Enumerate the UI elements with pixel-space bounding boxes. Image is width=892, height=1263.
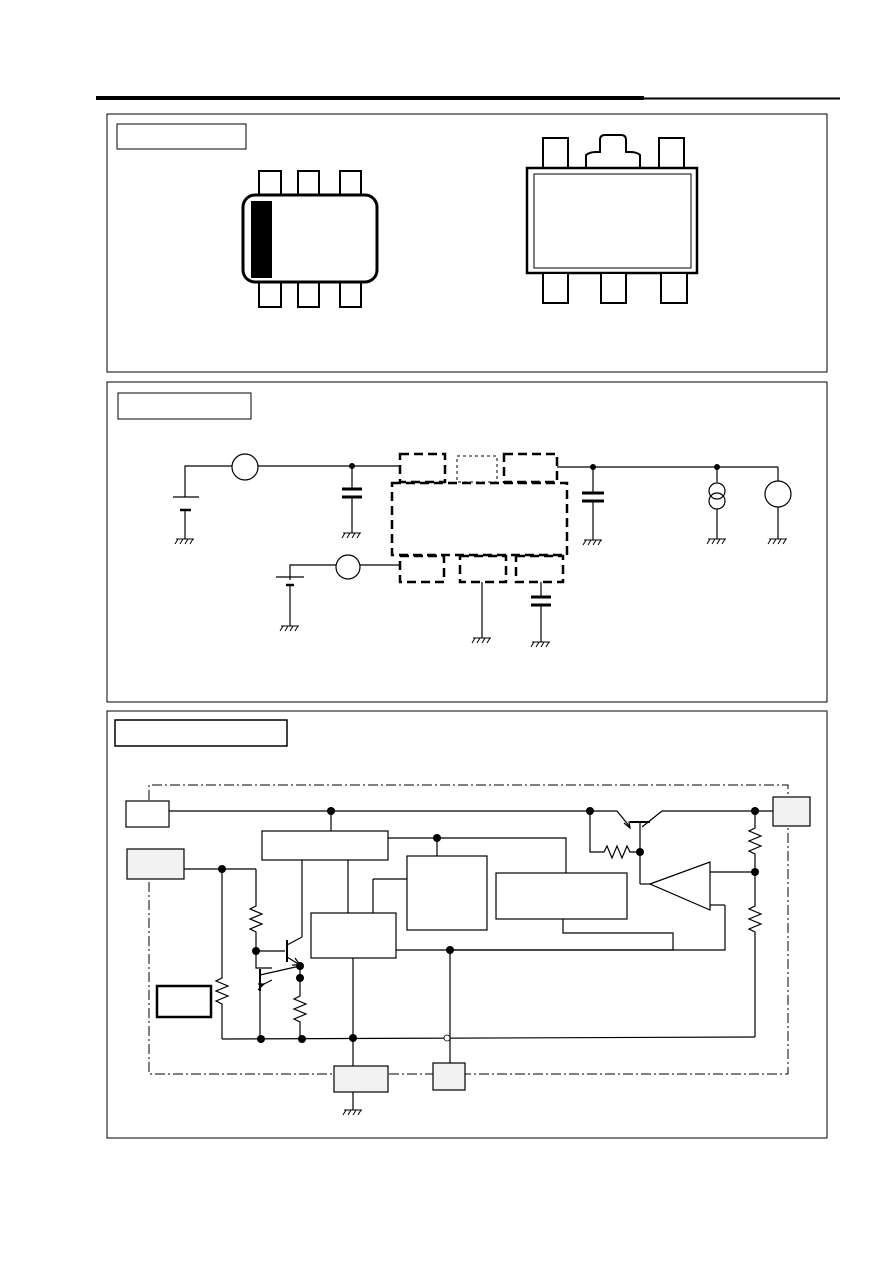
error-amplifier	[648, 861, 711, 911]
input-source	[231, 453, 259, 481]
block-reference	[261, 830, 389, 861]
regulator-ic-outline	[390, 452, 569, 584]
package-section	[106, 113, 828, 373]
application-title-box	[117, 392, 252, 420]
pin-ce	[126, 848, 185, 880]
header-rule	[96, 96, 840, 100]
block-error-control	[495, 872, 628, 920]
application-circuit	[173, 452, 792, 648]
block-diagram-title-box	[114, 719, 288, 747]
pin-vout	[772, 796, 811, 827]
package-side-view	[525, 134, 699, 304]
control-source	[335, 554, 361, 580]
pin-gnd	[333, 1065, 389, 1093]
application-section	[106, 381, 828, 703]
block-diagram-section	[106, 710, 828, 1139]
nc-pin-outline	[456, 455, 498, 483]
block-thermal	[310, 912, 397, 959]
block-current-limit	[406, 855, 488, 931]
package-top-view	[241, 170, 379, 308]
output-meter	[764, 480, 792, 508]
ce-pulldown-box	[155, 984, 213, 1019]
pin-vin	[125, 800, 170, 828]
pin1-marker	[251, 201, 272, 278]
block-diagram	[125, 784, 811, 1116]
package-title-box	[116, 123, 247, 150]
ground-symbols	[174, 532, 787, 648]
pin-nr	[432, 1062, 466, 1091]
